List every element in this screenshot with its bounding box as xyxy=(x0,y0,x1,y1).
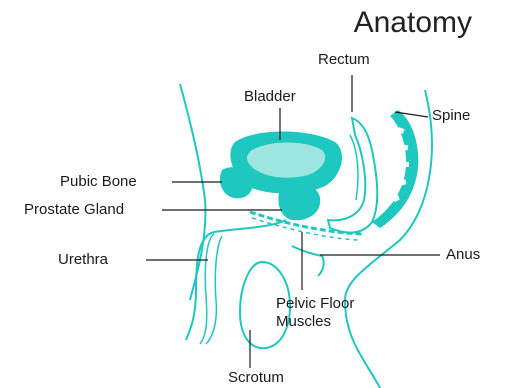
label-urethra: Urethra xyxy=(58,251,108,269)
label-pelvic-floor-line1: Pelvic Floor xyxy=(276,295,386,313)
label-spine: Spine xyxy=(432,107,470,125)
back-body-outline xyxy=(345,90,432,388)
pelvic-floor-band-2 xyxy=(252,218,358,240)
urethra-shape xyxy=(186,220,286,340)
diagram-title: Anatomy xyxy=(354,6,472,40)
label-anus: Anus xyxy=(446,246,480,264)
label-pubic-bone: Pubic Bone xyxy=(60,173,137,191)
label-prostate-gland: Prostate Gland xyxy=(24,201,124,219)
label-pelvic-floor-muscles: Pelvic Floor Muscles xyxy=(276,295,386,331)
label-scrotum: Scrotum xyxy=(228,369,284,387)
front-body-outline xyxy=(180,84,205,300)
label-rectum: Rectum xyxy=(318,51,370,69)
label-pelvic-floor-line2: Muscles xyxy=(276,313,386,331)
perineum-outline xyxy=(292,246,324,276)
penis-outline xyxy=(200,234,222,344)
label-bladder: Bladder xyxy=(244,88,296,106)
spine-shape xyxy=(372,110,418,228)
rectum-inner xyxy=(350,135,358,200)
